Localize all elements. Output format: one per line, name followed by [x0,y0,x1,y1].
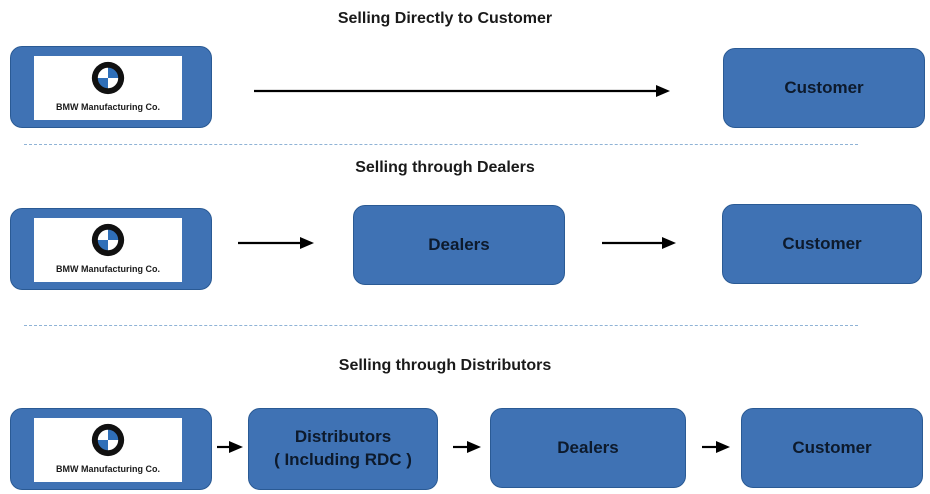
dealers-label: Dealers [557,437,619,457]
bmw-card: BMW Manufacturing Co. [34,218,182,282]
bmw-label: BMW Manufacturing Co. [56,102,160,112]
customer-box-distributors: Customer [741,408,923,488]
customer-label: Customer [782,233,862,253]
section-title-direct: Selling Directly to Customer [337,10,553,27]
bmw-card: BMW Manufacturing Co. [34,56,182,120]
section-title-dealers: Selling through Dealers [355,159,535,176]
bmw-logo-icon [91,223,125,257]
distributors-box: Distributors ( Including RDC ) [248,408,438,490]
dealers-box: Dealers [353,205,565,285]
right-arrow-icon [217,441,243,453]
bmw-card: BMW Manufacturing Co. [34,418,182,482]
customer-label: Customer [784,77,864,97]
right-arrow-icon [602,237,676,249]
bmw-label: BMW Manufacturing Co. [56,464,160,474]
dealers-box-distributors: Dealers [490,408,686,488]
bmw-manufacturer-box-direct: BMW Manufacturing Co. [10,46,212,128]
dealers-label: Dealers [428,234,490,254]
bmw-logo-icon [91,423,125,457]
customer-label: Customer [792,437,872,457]
section-divider [24,325,858,326]
distributors-label: Distributors [294,427,392,447]
distributors-sublabel: ( Including RDC ) [274,450,412,469]
section-title-distributors: Selling through Distributors [338,357,552,374]
bmw-manufacturer-box-dealers: BMW Manufacturing Co. [10,208,212,290]
right-arrow-icon [702,441,730,453]
customer-box-direct: Customer [723,48,925,128]
bmw-manufacturer-box-distributors: BMW Manufacturing Co. [10,408,212,490]
bmw-label: BMW Manufacturing Co. [56,264,160,274]
right-arrow-icon [254,85,670,97]
customer-box-dealers: Customer [722,204,922,284]
bmw-logo-icon [91,61,125,95]
right-arrow-icon [238,237,314,249]
right-arrow-icon [453,441,481,453]
section-divider [24,144,858,145]
